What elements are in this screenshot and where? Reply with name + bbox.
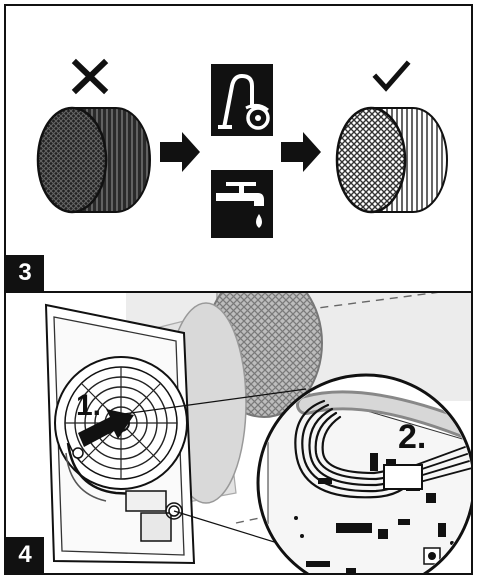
callout-step-2: 2. [398, 418, 427, 456]
fan-reassembly-illustration [44, 293, 471, 573]
step-number-badge: 3 [6, 255, 44, 291]
cross-icon [71, 58, 109, 95]
vacuum-cleaner-icon [211, 64, 273, 136]
check-icon [372, 60, 411, 92]
dirty-filter [36, 106, 151, 214]
callout-step-1: 1. [76, 389, 102, 422]
water-tap-icon [211, 170, 273, 238]
arrow-right-icon [160, 132, 200, 172]
step-4-panel: 1. 2. 4 [4, 291, 473, 575]
step-number-badge: 4 [6, 537, 44, 573]
clean-filter [335, 106, 448, 214]
step-3-panel: 3 [4, 4, 473, 293]
wiring-detail-zoom [256, 373, 471, 573]
filter-cleaning-illustration [36, 58, 448, 238]
arrow-right-icon [281, 132, 321, 172]
insert-arrow-icon [78, 409, 134, 447]
